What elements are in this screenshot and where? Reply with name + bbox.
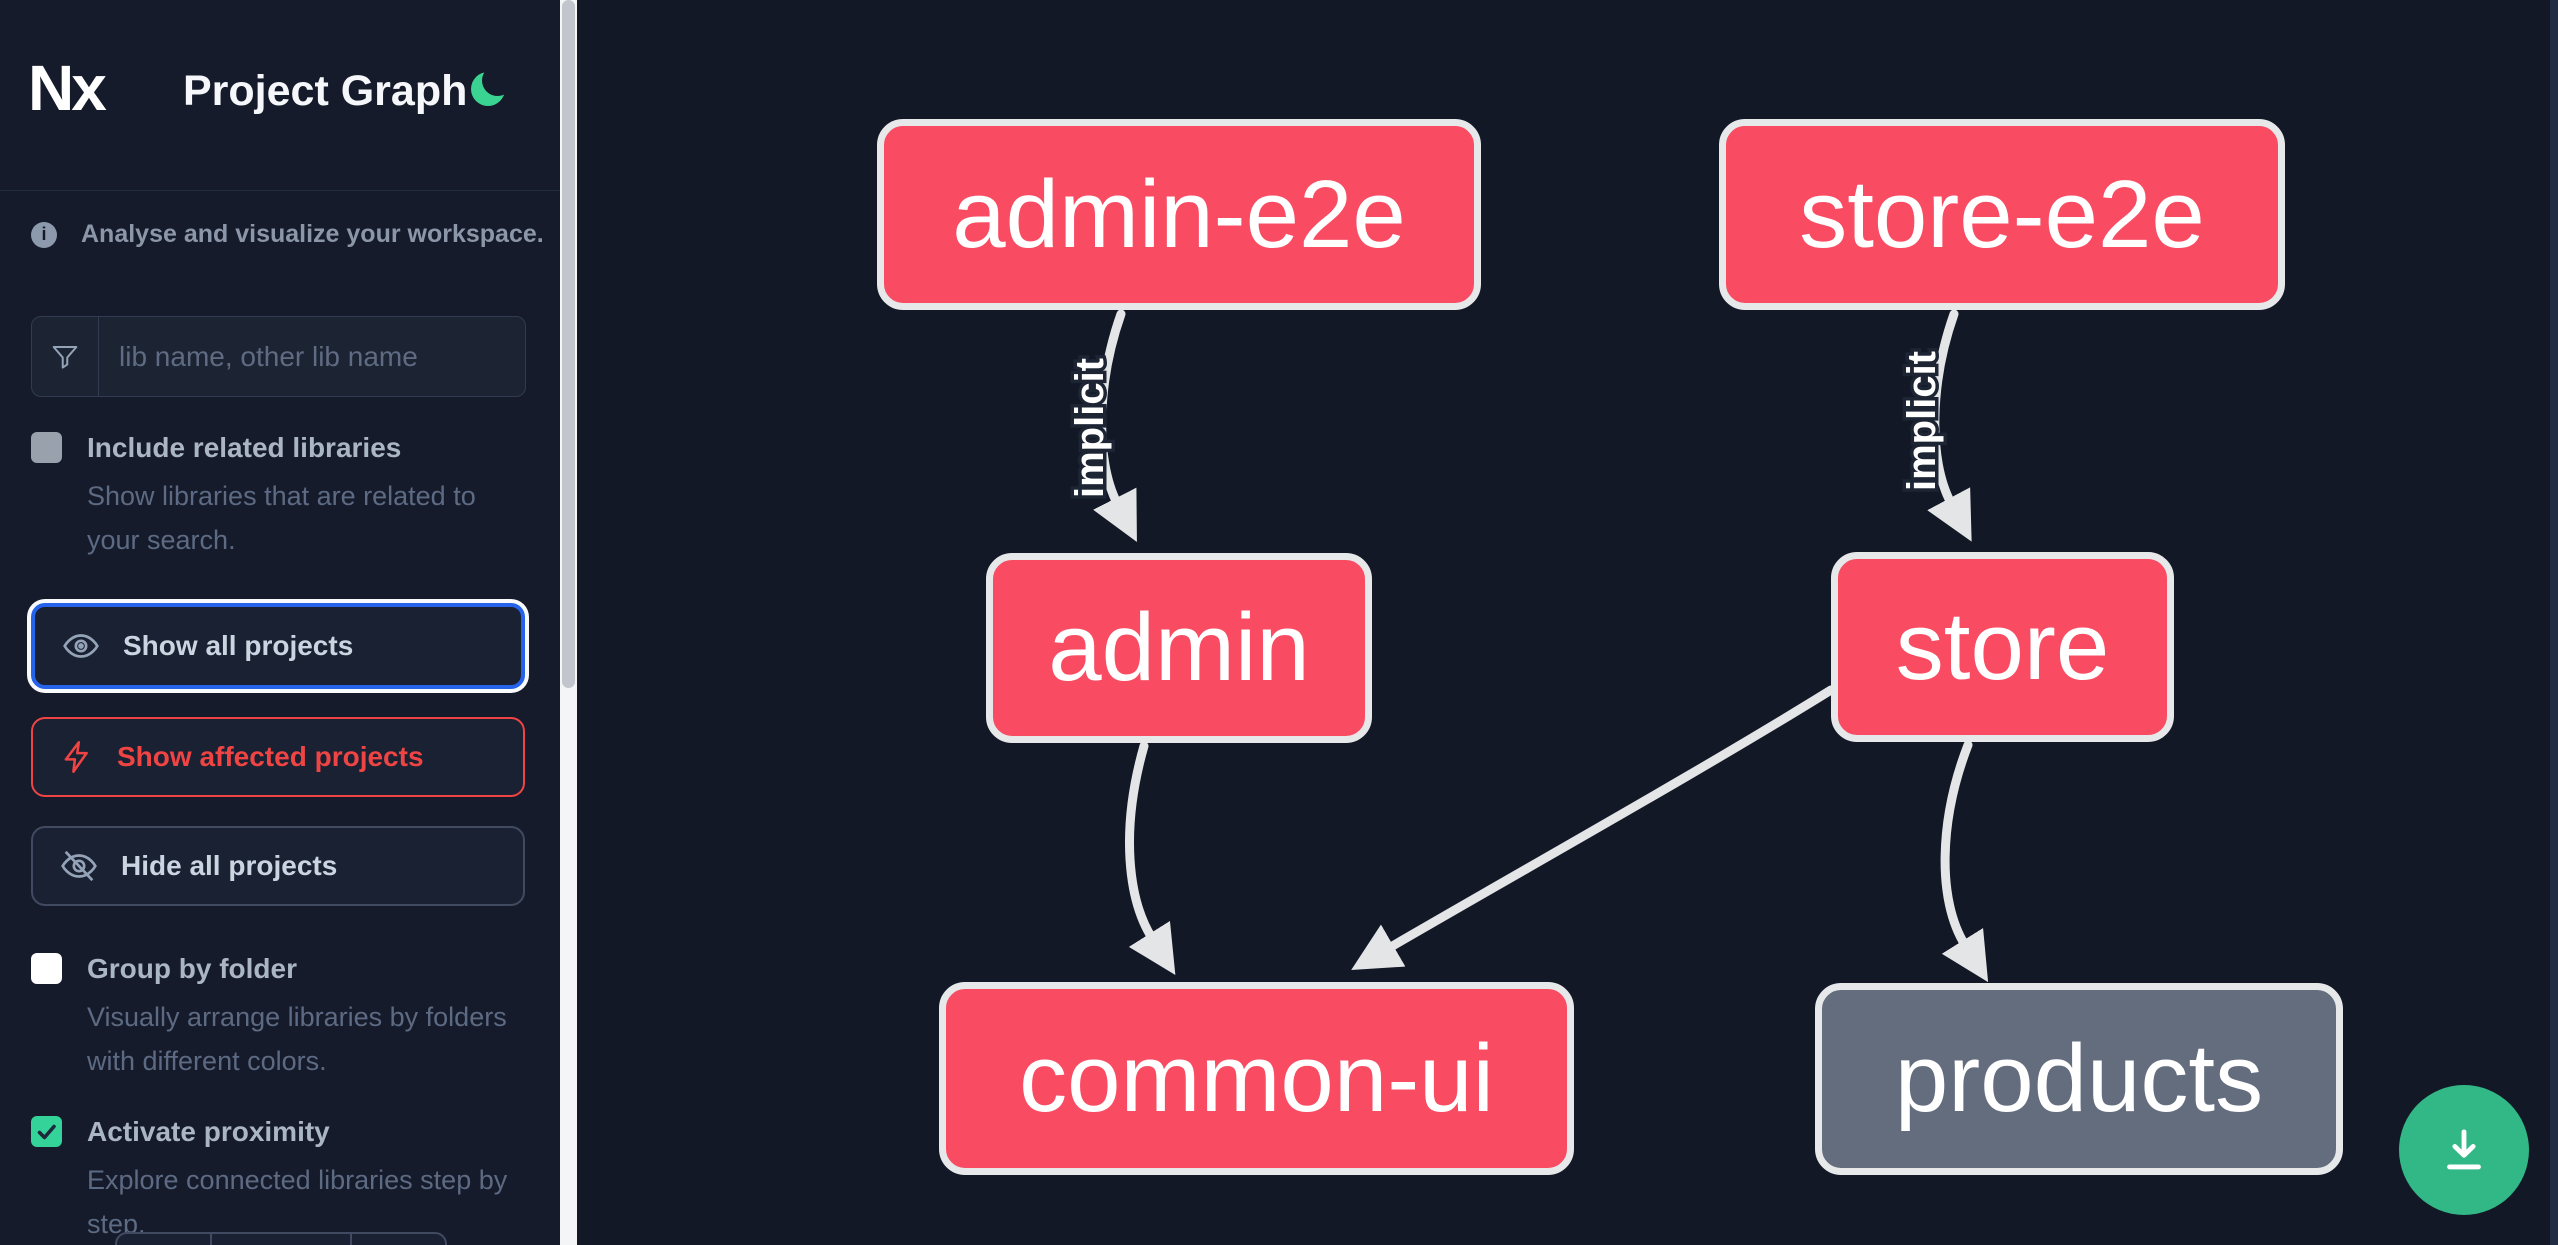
edge-label-implicit-admin: implicit <box>1068 358 1112 498</box>
download-icon <box>2447 1129 2481 1170</box>
info-icon: i <box>31 221 57 248</box>
tagline-text: Analyse and visualize your workspace. <box>81 220 544 248</box>
hide-all-projects-label: Hide all projects <box>121 850 338 881</box>
activate-proximity-option: Activate proximity Explore connected lib… <box>31 1114 525 1245</box>
node-store[interactable]: store <box>1831 552 2174 742</box>
show-affected-projects-label: Show affected projects <box>117 741 424 772</box>
sidebar: Nx Project Graph i Analyse and visualize… <box>0 0 560 1245</box>
canvas-scrollbar[interactable] <box>2550 0 2558 1245</box>
eye-icon <box>63 634 99 658</box>
sidebar-scrollbar-thumb[interactable] <box>562 0 575 688</box>
edge-store-products <box>1940 740 1989 983</box>
include-related-label: Include related libraries <box>87 432 402 463</box>
group-by-folder-option: Group by folder Visually arrange librari… <box>31 951 525 1083</box>
sidebar-scrollbar[interactable] <box>560 0 577 1245</box>
include-related-libraries-option: Include related libraries Show libraries… <box>31 430 525 562</box>
checkmark-icon <box>37 1124 56 1139</box>
graph-canvas[interactable]: implicit implicit admin-e2e store-e2e ad… <box>577 0 2558 1245</box>
edge-label-implicit-store: implicit <box>1900 351 1944 491</box>
show-all-projects-label: Show all projects <box>123 630 354 661</box>
page-title: Project Graph <box>183 67 468 115</box>
workspace-tagline: i Analyse and visualize your workspace. <box>31 220 544 249</box>
group-by-folder-description: Visually arrange libraries by folders wi… <box>87 1002 507 1076</box>
activate-proximity-checkbox[interactable] <box>31 1116 62 1147</box>
show-affected-projects-button[interactable]: Show affected projects <box>31 717 525 797</box>
search-input[interactable] <box>99 317 525 396</box>
theme-toggle-button[interactable] <box>468 64 513 110</box>
proximity-stepper <box>115 1232 447 1245</box>
node-store-e2e[interactable]: store-e2e <box>1719 119 2285 310</box>
project-filter-searchbox <box>31 316 526 397</box>
include-related-checkbox[interactable] <box>31 432 62 463</box>
edge-store-e2e-store <box>1927 309 1972 542</box>
proximity-increment-button[interactable] <box>352 1234 445 1245</box>
node-admin[interactable]: admin <box>986 553 1372 743</box>
activate-proximity-description: Explore connected libraries step by step… <box>87 1165 508 1239</box>
show-all-projects-button[interactable]: Show all projects <box>31 603 525 689</box>
node-common-ui[interactable]: common-ui <box>939 982 1574 1175</box>
node-admin-e2e[interactable]: admin-e2e <box>877 119 1481 310</box>
proximity-value <box>212 1234 353 1245</box>
hide-all-projects-button[interactable]: Hide all projects <box>31 826 525 906</box>
group-by-folder-label: Group by folder <box>87 953 297 984</box>
edge-admin-e2e-admin <box>1093 309 1137 542</box>
activate-proximity-label: Activate proximity <box>87 1116 330 1147</box>
moon-icon <box>471 64 513 106</box>
nx-logo-icon: Nx <box>28 52 107 124</box>
group-by-folder-checkbox[interactable] <box>31 953 62 984</box>
lightning-bolt-icon <box>64 741 88 773</box>
sidebar-header: Nx Project Graph <box>0 0 560 191</box>
dependency-edges: implicit implicit <box>1065 309 1989 983</box>
download-graph-button[interactable] <box>2399 1085 2529 1215</box>
edge-admin-common-ui <box>1125 741 1176 975</box>
proximity-decrement-button[interactable] <box>117 1234 212 1245</box>
include-related-description: Show libraries that are related to your … <box>87 481 476 555</box>
node-products[interactable]: products <box>1815 983 2343 1175</box>
edge-store-common-ui <box>1351 685 1836 970</box>
funnel-filter-icon <box>32 317 99 396</box>
eye-slash-icon <box>61 850 97 882</box>
